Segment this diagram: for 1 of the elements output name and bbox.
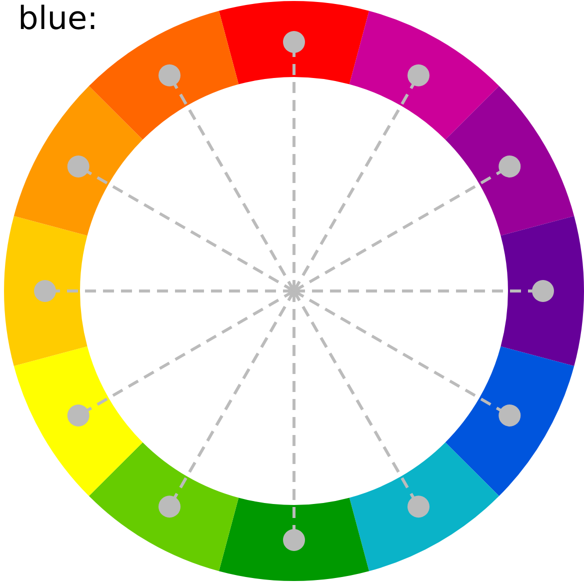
heading-text: blue: [18,0,98,36]
